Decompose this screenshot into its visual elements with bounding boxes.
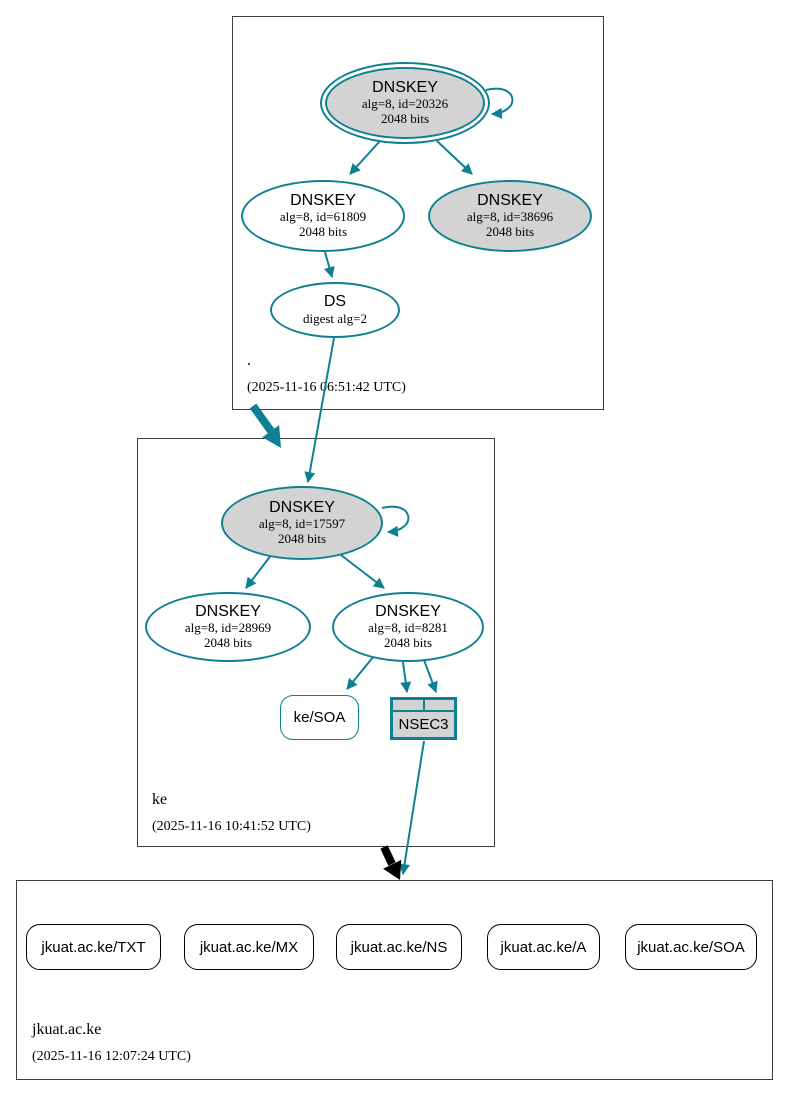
node-nsec3[interactable]: NSEC3 xyxy=(390,697,457,740)
node-alg-id: alg=8, id=28969 xyxy=(184,620,272,636)
zone-name-root: . xyxy=(247,352,251,369)
zone-timestamp-jkuat: (2025-11-16 12:07:24 UTC) xyxy=(32,1049,191,1064)
node-label: jkuat.ac.ke/NS xyxy=(350,938,448,956)
node-ke-dnskey-28969[interactable]: DNSKEY alg=8, id=28969 2048 bits xyxy=(145,592,311,662)
zone-timestamp-ke: (2025-11-16 10:41:52 UTC) xyxy=(152,819,311,834)
node-ke-dnskey-8281[interactable]: DNSKEY alg=8, id=8281 2048 bits xyxy=(332,592,484,662)
nsec3-cell-right xyxy=(423,700,455,710)
nsec3-cells-row xyxy=(393,700,454,712)
node-root-ksk-dnskey-20326[interactable]: DNSKEY alg=8, id=20326 2048 bits xyxy=(320,62,490,144)
node-bits: 2048 bits xyxy=(380,111,430,127)
edge-rootksk-to-zsk61809 xyxy=(349,140,381,175)
node-alg-id: alg=8, id=61809 xyxy=(279,209,367,225)
node-label: jkuat.ac.ke/MX xyxy=(199,938,299,956)
node-alg-id: alg=8, id=38696 xyxy=(466,209,554,225)
zone-box-root xyxy=(232,16,604,410)
nsec3-cell-left xyxy=(393,700,424,710)
node-ke-ksk-dnskey-17597[interactable]: DNSKEY alg=8, id=17597 2048 bits xyxy=(221,486,383,560)
edge-rootksk-self-sign xyxy=(485,87,514,119)
node-alg-id: alg=8, id=17597 xyxy=(258,516,346,532)
edge-keksk-self-sign xyxy=(381,505,410,537)
node-rrset-jkuat-ns[interactable]: jkuat.ac.ke/NS xyxy=(336,924,462,970)
node-bits: 2048 bits xyxy=(277,531,327,547)
node-rrset-jkuat-txt[interactable]: jkuat.ac.ke/TXT xyxy=(26,924,161,970)
delegation-root-to-ke-secure xyxy=(249,403,281,448)
node-label: jkuat.ac.ke/TXT xyxy=(41,938,146,956)
zone-timestamp-root: (2025-11-16 06:51:42 UTC) xyxy=(247,380,406,395)
node-bits: 2048 bits xyxy=(298,224,348,240)
node-rrset-jkuat-a[interactable]: jkuat.ac.ke/A xyxy=(487,924,600,970)
node-label: NSEC3 xyxy=(398,716,449,733)
edge-keksk-to-key28969 xyxy=(245,553,273,589)
node-bits: 2048 bits xyxy=(203,635,253,651)
node-digest-alg: digest alg=2 xyxy=(302,310,368,326)
zone-box-jkuat xyxy=(16,880,773,1080)
edge-nsec3-to-jkuat xyxy=(399,740,425,876)
edge-zsk61809-to-ds xyxy=(324,251,335,279)
node-ke-soa-rrset[interactable]: ke/SOA xyxy=(280,695,359,740)
node-rrset-jkuat-mx[interactable]: jkuat.ac.ke/MX xyxy=(184,924,314,970)
node-title: DNSKEY xyxy=(290,191,356,209)
edge-key8281-to-kesoa xyxy=(346,655,375,690)
node-title: DNSKEY xyxy=(195,602,261,620)
edge-key8281-to-nsec3-right xyxy=(423,659,438,694)
node-root-zsk-dnskey-61809[interactable]: DNSKEY alg=8, id=61809 2048 bits xyxy=(241,180,405,252)
node-root-dnskey-38696[interactable]: DNSKEY alg=8, id=38696 2048 bits xyxy=(428,180,592,252)
node-alg-id: alg=8, id=20326 xyxy=(361,96,449,112)
edge-rootksk-to-key38696 xyxy=(436,140,473,175)
node-label: jkuat.ac.ke/A xyxy=(500,938,587,956)
edge-ds-to-keksk xyxy=(304,337,335,484)
delegation-ke-to-jkuat-insecure xyxy=(380,845,402,880)
node-title: DNSKEY xyxy=(269,498,335,516)
node-bits: 2048 bits xyxy=(383,635,433,651)
edge-key8281-to-nsec3-left xyxy=(400,661,412,694)
node-title: DNSKEY xyxy=(477,191,543,209)
node-label: ke/SOA xyxy=(293,709,346,726)
zone-name-jkuat: jkuat.ac.ke xyxy=(32,1021,102,1038)
node-root-ksk-inner-ring: DNSKEY alg=8, id=20326 2048 bits xyxy=(325,67,485,139)
node-title: DNSKEY xyxy=(375,602,441,620)
node-root-ds[interactable]: DS digest alg=2 xyxy=(270,282,400,338)
zone-name-ke: ke xyxy=(152,791,168,808)
node-bits: 2048 bits xyxy=(485,224,535,240)
node-title: DNSKEY xyxy=(372,78,438,96)
node-rrset-jkuat-soa[interactable]: jkuat.ac.ke/SOA xyxy=(625,924,757,970)
edge-keksk-to-key8281 xyxy=(336,551,385,589)
node-label: jkuat.ac.ke/SOA xyxy=(637,938,745,956)
node-alg-id: alg=8, id=8281 xyxy=(368,620,448,636)
node-title: DS xyxy=(323,293,347,311)
